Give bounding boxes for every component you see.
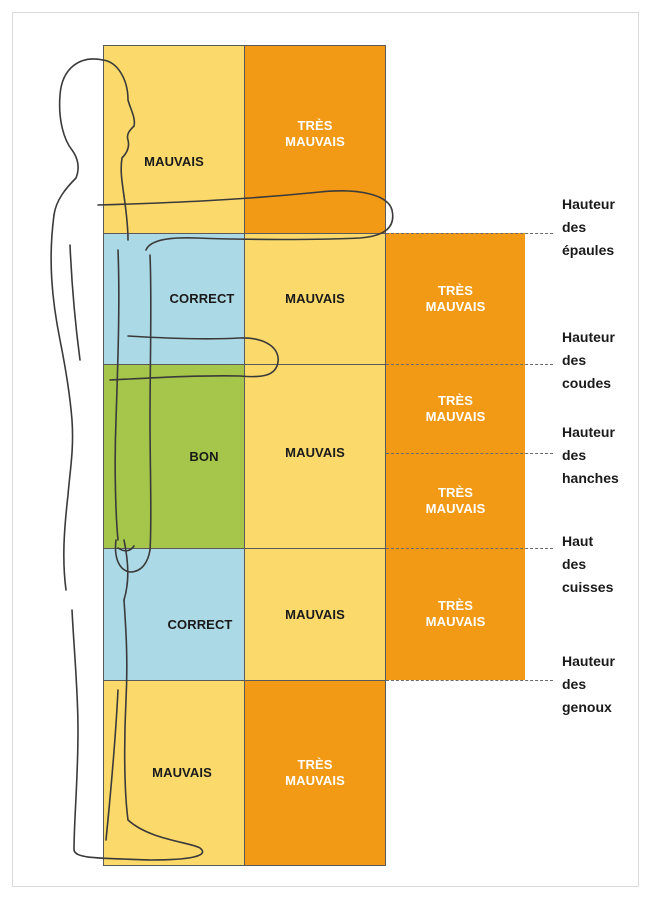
label-knee-height: Hauteur des genoux: [562, 650, 652, 719]
label-elbow-height: Hauteur des coudes: [562, 326, 652, 395]
label-hip-height: Hauteur des hanches: [562, 421, 652, 490]
label-shoulder-height: Hauteur des épaules: [562, 193, 652, 262]
label-thigh-height: Haut des cuisses: [562, 530, 652, 599]
